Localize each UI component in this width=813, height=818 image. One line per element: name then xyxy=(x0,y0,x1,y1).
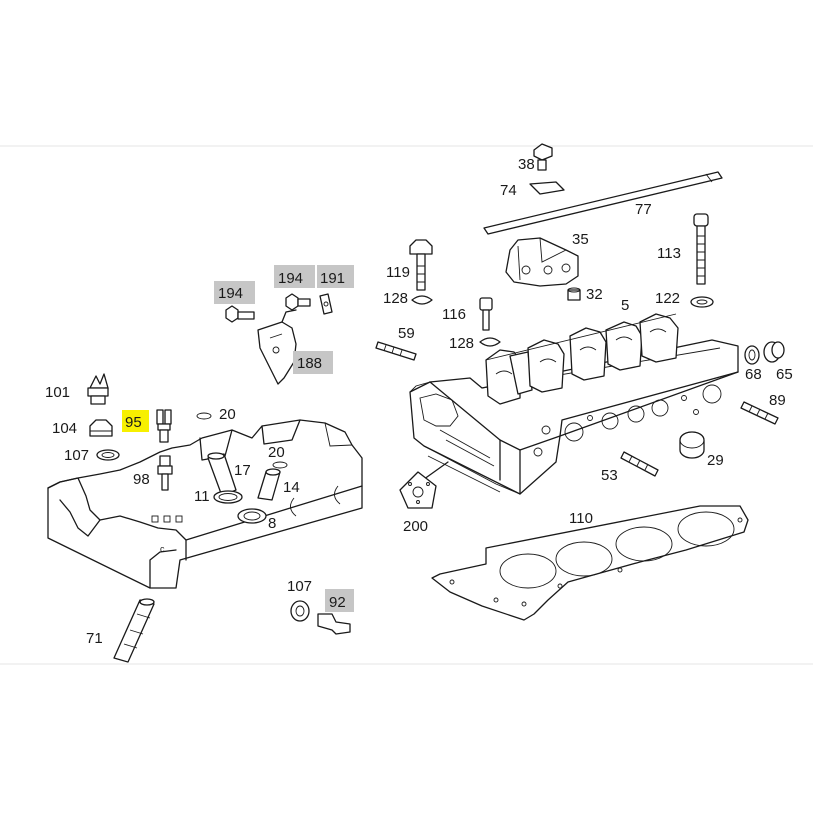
callout-116: 116 xyxy=(442,306,466,323)
callout-11: 11 xyxy=(194,488,210,505)
bolt-194-right xyxy=(285,293,311,311)
temperature-sensor-95 xyxy=(156,409,172,443)
callout-128-upper: 128 xyxy=(383,290,408,307)
callout-labels: 38 74 77 35 113 119 128 32 116 5 122 59 … xyxy=(45,156,793,647)
callout-122: 122 xyxy=(655,290,680,307)
callout-20-lower: 20 xyxy=(268,444,285,461)
callout-38: 38 xyxy=(518,156,535,173)
callout-113: 113 xyxy=(657,245,681,262)
callout-107-upper: 107 xyxy=(64,447,89,464)
callout-107-lower: 107 xyxy=(287,578,312,595)
callout-101: 101 xyxy=(45,384,70,401)
bracket-188 xyxy=(257,309,297,385)
callout-98: 98 xyxy=(133,471,150,488)
callout-8: 8 xyxy=(268,515,276,532)
washer-128-lower xyxy=(479,337,501,347)
callout-box-194-left xyxy=(214,281,255,304)
callout-71: 71 xyxy=(86,630,103,647)
bolt-113 xyxy=(693,213,709,285)
callout-35: 35 xyxy=(572,231,589,248)
bolt-116 xyxy=(479,297,493,331)
callout-53: 53 xyxy=(601,467,618,484)
bolt-119 xyxy=(409,239,433,291)
plug-65 xyxy=(763,341,785,363)
head-gasket-110 xyxy=(431,505,749,621)
plate-200 xyxy=(399,461,449,509)
clip-20-upper xyxy=(196,412,212,420)
bolt-194-left xyxy=(225,305,255,323)
bolt-38 xyxy=(533,143,553,171)
plug-104 xyxy=(89,419,113,437)
callout-119: 119 xyxy=(386,264,410,281)
callout-194-right: 194 xyxy=(278,270,303,287)
callout-box-191 xyxy=(317,265,354,288)
seal-8 xyxy=(237,508,267,524)
callout-box-92 xyxy=(325,589,354,612)
callout-14: 14 xyxy=(283,479,300,496)
callout-32: 32 xyxy=(586,286,603,303)
callout-5: 5 xyxy=(621,297,629,314)
clip-20-lower xyxy=(272,461,288,469)
clamp-74 xyxy=(529,181,565,195)
rail-77 xyxy=(483,171,723,235)
washer-107-upper xyxy=(96,449,120,461)
svg-text:c: c xyxy=(160,544,165,554)
plug-29 xyxy=(679,431,705,459)
callout-box-188 xyxy=(293,351,333,374)
callout-89: 89 xyxy=(769,392,786,409)
cylinder-head xyxy=(409,339,739,495)
stud-53 xyxy=(620,451,659,477)
stud-89 xyxy=(740,401,779,425)
camshaft-caps-5 xyxy=(485,313,679,405)
breather-101 xyxy=(87,373,109,405)
stud-59 xyxy=(375,341,417,361)
callout-188: 188 xyxy=(297,355,322,372)
callout-194-left: 194 xyxy=(218,285,243,302)
tube-71 xyxy=(113,598,155,663)
bracket-35 xyxy=(505,237,579,287)
callout-box-95-highlight xyxy=(122,410,149,432)
callout-128-lower: 128 xyxy=(449,335,474,352)
callout-17: 17 xyxy=(234,462,251,479)
callout-110: 110 xyxy=(569,510,593,527)
sleeve-17 xyxy=(207,452,237,497)
callout-20-upper: 20 xyxy=(219,406,236,423)
callout-191: 191 xyxy=(320,270,345,287)
callout-74: 74 xyxy=(500,182,517,199)
callout-77: 77 xyxy=(635,201,652,218)
clip-191 xyxy=(319,293,333,315)
sleeve-14 xyxy=(257,468,281,501)
callout-92: 92 xyxy=(329,594,346,611)
sensor-98 xyxy=(157,455,173,491)
washer-128-upper xyxy=(411,295,433,305)
o-ring-11 xyxy=(213,490,243,504)
callout-95: 95 xyxy=(125,414,142,431)
callout-200: 200 xyxy=(403,518,428,535)
sensor-92 xyxy=(317,613,351,635)
callout-59: 59 xyxy=(398,325,415,342)
bushing-32 xyxy=(567,287,581,301)
callout-104: 104 xyxy=(52,420,77,437)
washer-107-lower xyxy=(290,600,310,622)
washer-122 xyxy=(690,296,714,308)
plug-68 xyxy=(744,345,760,365)
callout-68: 68 xyxy=(745,366,762,383)
callout-65: 65 xyxy=(776,366,793,383)
callout-box-194-right xyxy=(274,265,315,288)
callout-29: 29 xyxy=(707,452,724,469)
